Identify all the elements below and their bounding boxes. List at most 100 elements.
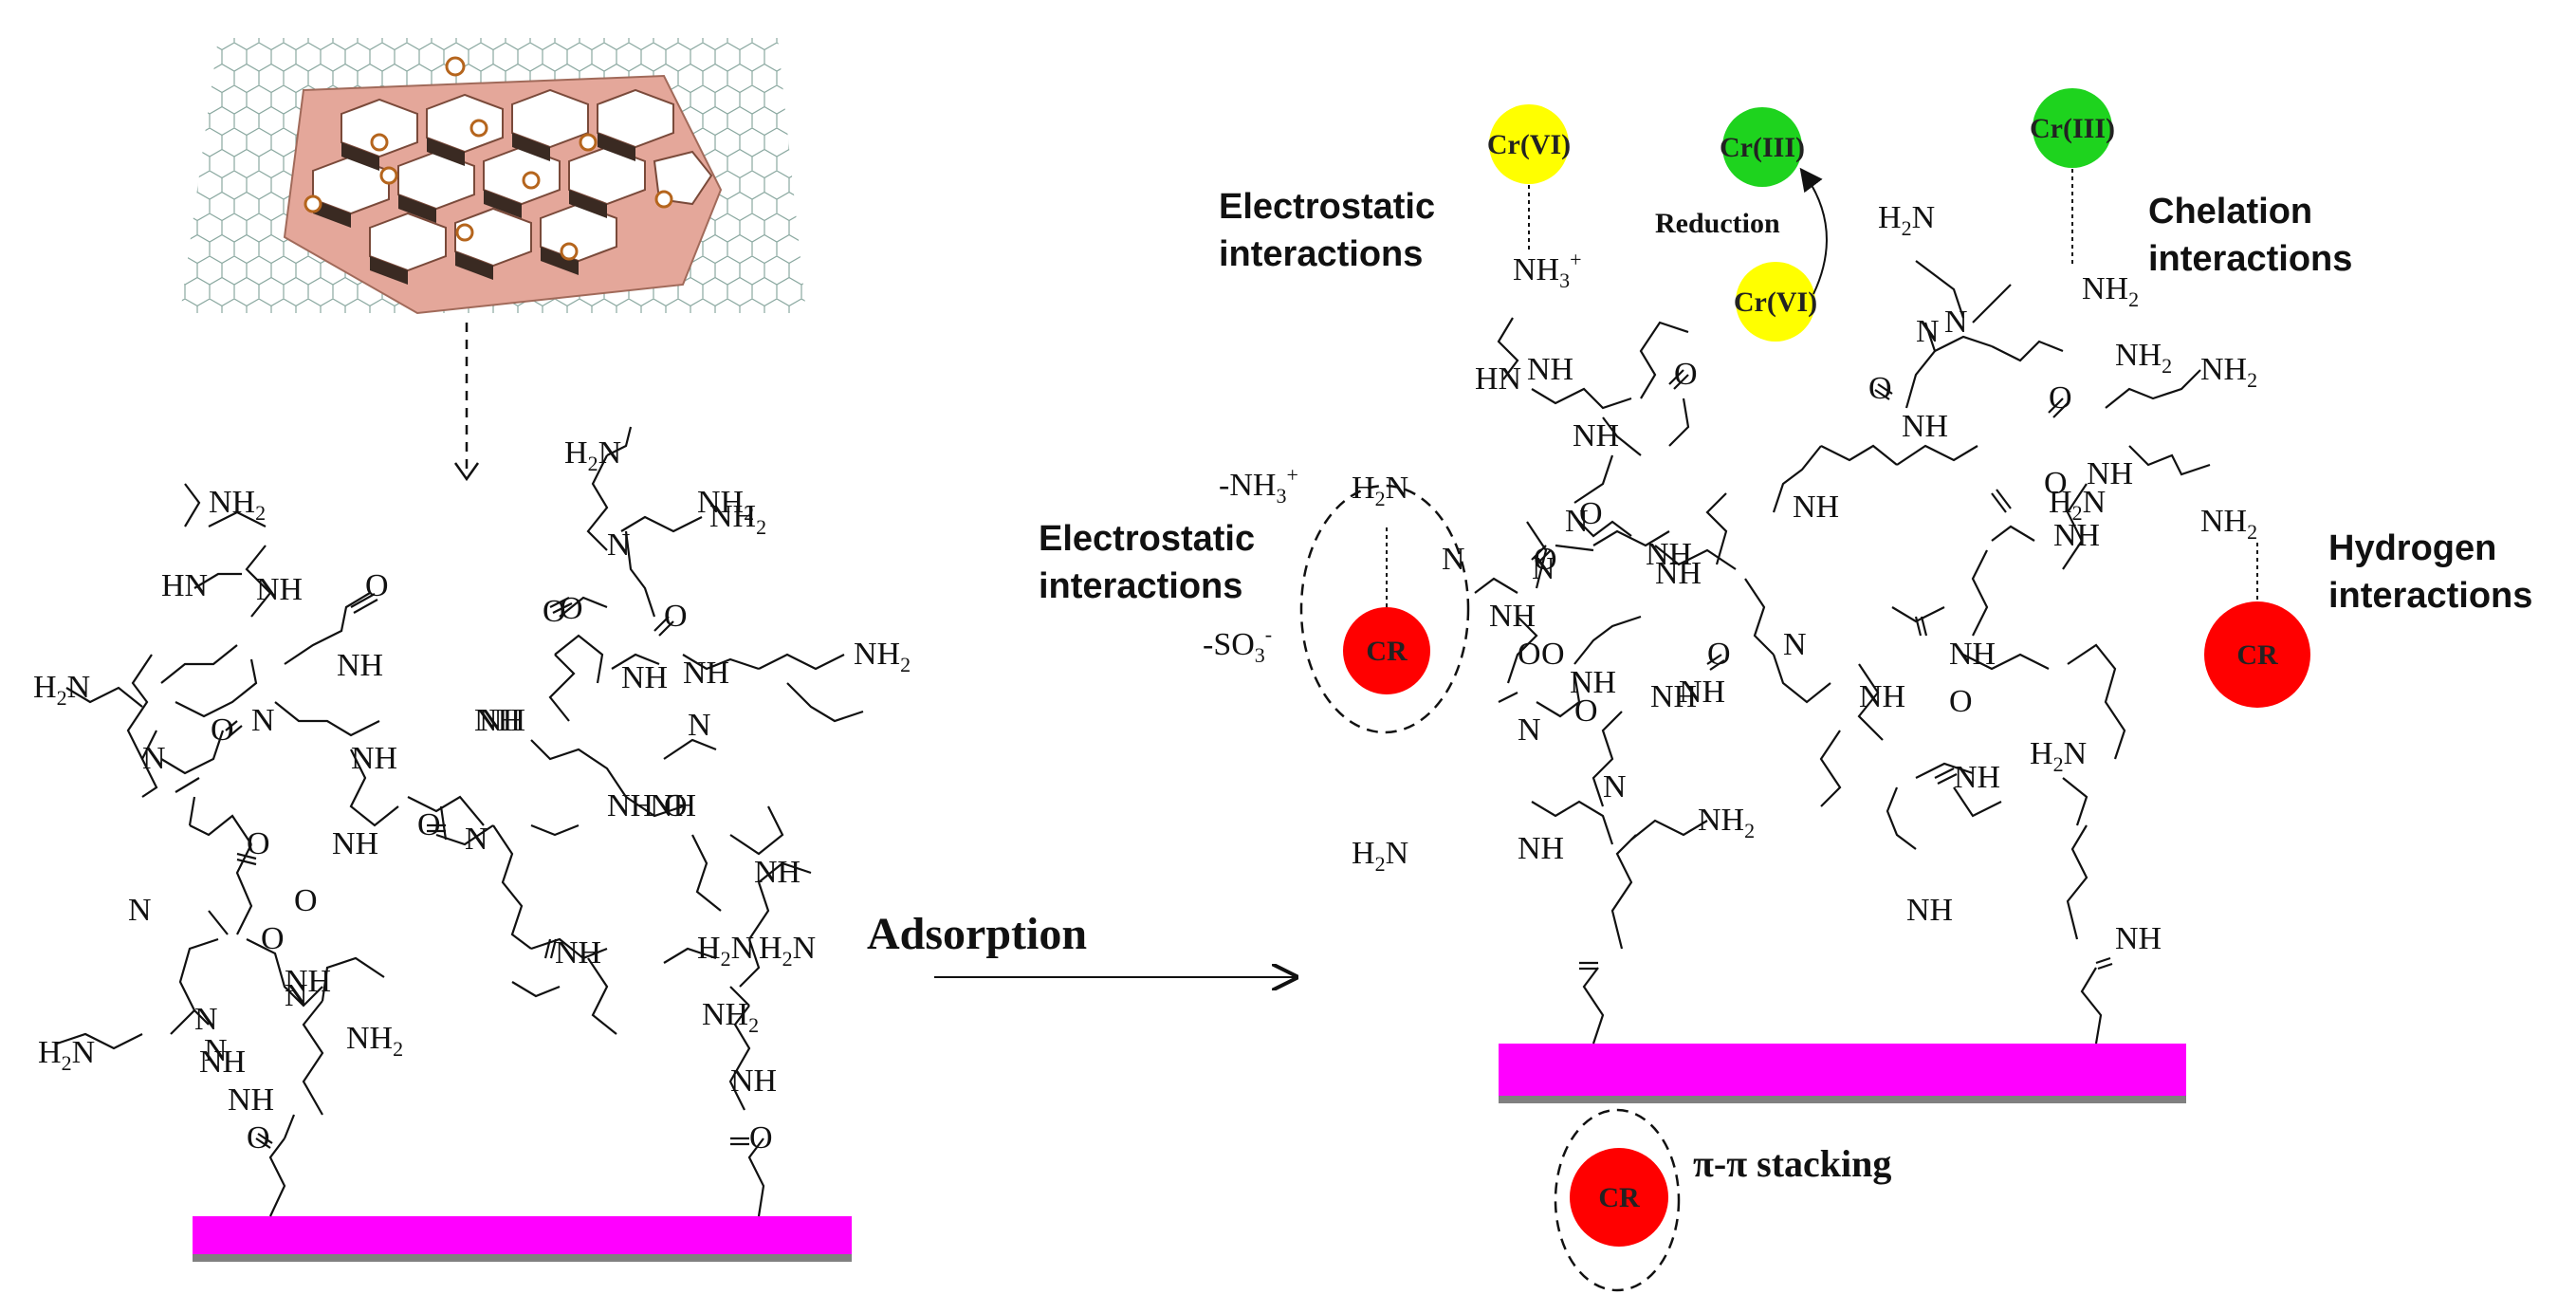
- atom-label: NH: [2115, 921, 2162, 956]
- atom-label: NH2: [209, 485, 266, 525]
- reduction-label: Reduction: [1655, 208, 1780, 239]
- atom-label: HN: [1475, 361, 1521, 397]
- atom-label: NH2: [709, 499, 766, 539]
- atom-label: NH: [2053, 518, 2100, 553]
- atom-label: N: [128, 893, 152, 928]
- crvi-top-label: Cr(VI): [1487, 129, 1571, 160]
- atom-label: N: [1565, 504, 1589, 539]
- atom-label: N: [285, 978, 308, 1013]
- atom-label: NH: [1902, 409, 1948, 444]
- atom-label: NH: [683, 656, 729, 691]
- atom-label: NH: [555, 935, 601, 971]
- atom-label: N: [1532, 551, 1555, 586]
- atom-label: H2N: [38, 1035, 95, 1075]
- atom-label: H2N: [759, 931, 816, 971]
- atom-label: N: [1916, 314, 1940, 349]
- atom-label: NH2: [1698, 803, 1755, 842]
- atom-label: O: [1868, 371, 1892, 406]
- atom-label: NH: [479, 703, 525, 738]
- atom-label: H2N: [1878, 200, 1935, 240]
- atom-label: O: [2044, 466, 2068, 501]
- atom-label: N: [1944, 305, 1968, 340]
- atom-label: NH: [1859, 679, 1905, 714]
- atom-label: NH: [1489, 599, 1536, 634]
- atom-label: H2N: [564, 435, 621, 475]
- atom-label: O: [560, 591, 583, 626]
- criii-ion-reduction: Cr(III): [1720, 107, 1805, 187]
- atom-label: NH: [1679, 675, 1725, 710]
- atom-label: NH2: [2115, 338, 2172, 378]
- adsorption-arrow: Adsorption: [867, 909, 1295, 977]
- atom-label: O: [1579, 496, 1603, 531]
- atom-label: H2N: [697, 931, 754, 971]
- atom-label: NH: [1573, 418, 1619, 453]
- atom-label: N: [1603, 769, 1627, 804]
- atom-label: N: [1442, 542, 1465, 577]
- atom-label: NH2: [702, 997, 759, 1037]
- atom-label: O: [2049, 380, 2072, 416]
- atom-label: NH: [285, 964, 331, 999]
- atom-label: N: [607, 527, 631, 563]
- atom-label: N: [1783, 627, 1807, 662]
- atom-label: NH: [607, 788, 653, 823]
- atom-label: O: [749, 1120, 773, 1156]
- atom-label: NH: [1949, 637, 1996, 672]
- atom-label: NH: [1646, 537, 1692, 572]
- atom-label: NH: [337, 648, 383, 683]
- cr-dye-electrostatic: CR: [1299, 484, 1470, 734]
- atom-label: NH: [1655, 556, 1702, 591]
- atom-label: N: [194, 1002, 218, 1037]
- atom-label: NH: [1650, 679, 1697, 714]
- atom-label: NH: [1570, 665, 1616, 700]
- atom-label: NH: [199, 1045, 246, 1080]
- cr-dye-hydrogen-label: CR: [2236, 639, 2278, 671]
- atom-label: O: [247, 1120, 270, 1156]
- atom-label: NH: [332, 826, 378, 861]
- atom-label: HN: [161, 568, 208, 603]
- adsorption-label: Adsorption: [867, 909, 1087, 959]
- cr-dye-hydrogen: CR: [2204, 541, 2310, 708]
- right-pamam-dendrimer: [1474, 260, 2211, 1045]
- atom-label: O: [1949, 684, 1973, 719]
- down-arrow-icon: [453, 323, 480, 482]
- curved-arrow-icon: [1799, 167, 1828, 295]
- atom-label: NH: [256, 572, 303, 607]
- atom-label: NH: [2087, 456, 2133, 491]
- nh3-plus-label: NH3+: [1513, 248, 1582, 292]
- atom-label: NH: [1954, 760, 2000, 795]
- atom-label: NH2: [2082, 271, 2139, 311]
- atom-label: NH: [1906, 893, 1953, 928]
- atom-label: O: [247, 826, 270, 861]
- atom-label: N: [1518, 712, 1541, 748]
- atom-label: NH: [621, 660, 668, 695]
- atom-label: NH: [650, 788, 696, 823]
- atom-label: NH2: [697, 485, 754, 525]
- left-substrate: [193, 1216, 852, 1262]
- atom-label: NH2: [2200, 352, 2257, 392]
- atom-label: NH2: [346, 1021, 403, 1061]
- atom-label: NH: [1527, 352, 1573, 387]
- atom-label: NH2: [854, 637, 911, 676]
- pi-stacking-label: π-π stacking: [1693, 1142, 1891, 1185]
- atom-label: O: [294, 883, 318, 918]
- graphene-mof-composite-icon: [180, 38, 806, 315]
- honeycomb-framework: [283, 56, 723, 315]
- crvi-reduction-label: Cr(VI): [1734, 287, 1817, 318]
- cr-dye-electrostatic-label: CR: [1366, 636, 1408, 667]
- cr-dye-pi-stacking: CR: [1554, 1108, 1681, 1292]
- cr-dye-pi-label: CR: [1598, 1182, 1640, 1213]
- criii-reduction-label: Cr(III): [1720, 132, 1805, 163]
- atom-label: NH: [474, 703, 521, 738]
- atom-label: N: [465, 822, 488, 857]
- atom-label: O: [365, 568, 389, 603]
- atom-label: H2N: [2030, 736, 2087, 776]
- atom-label: NH: [754, 855, 800, 890]
- atom-label: NH: [1793, 490, 1839, 525]
- neg-nh3-label: -NH3+: [1219, 463, 1298, 508]
